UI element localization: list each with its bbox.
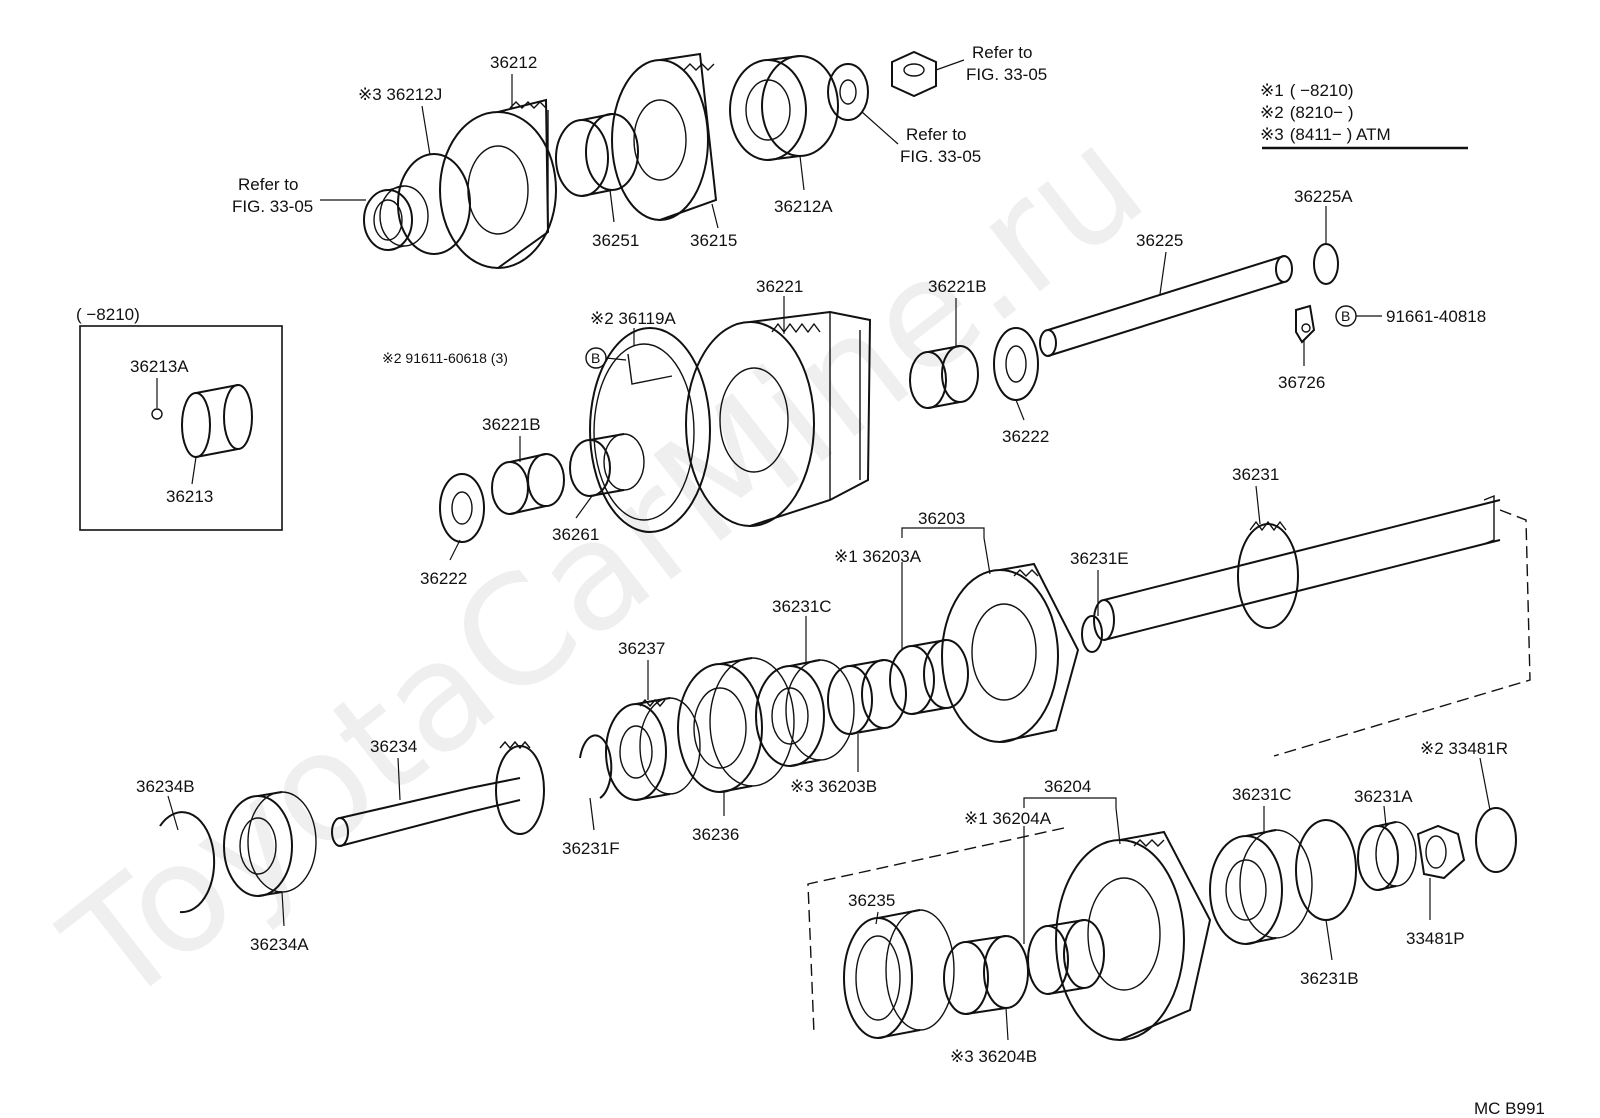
cover-36119A: [589, 327, 711, 533]
label-36726: 36726: [1278, 373, 1325, 392]
group-output-shaft: 36231 36231E 36203 ※1 36203A ※3 36203B 3…: [136, 465, 1531, 954]
label-36261: 36261: [552, 525, 599, 544]
shaft-36231: [1103, 499, 1501, 641]
group-lower: 36235 ※3 36204B ※1 36204A 36204 36231C 3…: [807, 739, 1517, 1066]
label-36204B: ※3 36204B: [950, 1047, 1037, 1066]
label-91611-60618: ※2 91611-60618 (3): [382, 350, 508, 366]
label-36234: 36234: [370, 737, 417, 756]
label-36221: 36221: [756, 277, 803, 296]
label-36234A: 36234A: [250, 935, 309, 954]
label-36231C-top: 36231C: [772, 597, 832, 616]
label-36203B: ※3 36203B: [790, 777, 877, 796]
gear-36237: [605, 703, 667, 801]
legend-row-2: ※2(8210− ): [1260, 103, 1354, 122]
label-36204A: ※1 36204A: [964, 809, 1052, 828]
nut-33481P: [1416, 824, 1466, 880]
label-36225: 36225: [1136, 231, 1183, 250]
figure-code: MC B991: [1474, 1099, 1545, 1118]
bearing-36231C-lower: [1209, 835, 1283, 945]
label-36237: 36237: [618, 639, 665, 658]
label-36251: 36251: [592, 231, 639, 250]
ball-36213A: [151, 408, 163, 420]
gear-36203: [941, 569, 1059, 743]
label-36203: 36203: [918, 509, 965, 528]
label-33481P: 33481P: [1406, 929, 1465, 948]
washer-36231B: [1295, 819, 1357, 921]
label-36212A: 36212A: [774, 197, 833, 216]
bearing-36251: [555, 119, 609, 197]
label-36221B-top: 36221B: [928, 277, 987, 296]
gear-36212: [439, 111, 557, 269]
ring-33481R: [1475, 807, 1517, 873]
label-91661-40818: 91661-40818: [1386, 307, 1486, 326]
group-counter-gear: 36222 36221B 36261 ※2 36119A B ※2 91611-…: [382, 277, 1049, 588]
label-36236: 36236: [692, 825, 739, 844]
counter-shaft: 36225 36225A 36726 B 91661-40818: [1039, 187, 1486, 392]
label-36213: 36213: [166, 487, 213, 506]
label-36231E: 36231E: [1070, 549, 1129, 568]
hub-36236: [677, 663, 763, 793]
bearing-36231A: [1357, 825, 1399, 891]
label-36119A: ※2 36119A: [590, 309, 676, 328]
bolt-mark-b-left: B: [591, 350, 600, 366]
bushing-36213: [181, 392, 211, 458]
shaft-36225: [1047, 255, 1285, 357]
label-36213A: 36213A: [130, 357, 189, 376]
label-36222-left: 36222: [420, 569, 467, 588]
label-36231B: 36231B: [1300, 969, 1359, 988]
label-36231A: 36231A: [1354, 787, 1413, 806]
label-33481R: ※2 33481R: [1420, 739, 1508, 758]
snap-ring-36231F: [579, 734, 613, 799]
label-36212J: ※3 36212J: [358, 85, 442, 104]
bearing-36231E: [1081, 615, 1103, 653]
label-36215: 36215: [690, 231, 737, 250]
spacer-left: [363, 189, 413, 251]
label-36231C-bottom: 36231C: [1232, 785, 1292, 804]
inset-box: ( −8210) 36213A 36213: [76, 305, 283, 531]
ring-36225A: [1313, 243, 1339, 285]
label-36222-right: 36222: [1002, 427, 1049, 446]
nut: [891, 50, 937, 98]
legend-row-1: ※1( −8210): [1260, 81, 1354, 100]
plate-36726: [1295, 304, 1316, 344]
bolt-mark-b-right: B: [1341, 308, 1350, 324]
label-36221B-left: 36221B: [482, 415, 541, 434]
legend-row-3: ※3(8411− ) ATM: [1260, 125, 1391, 144]
label-36204: 36204: [1044, 777, 1091, 796]
gear-36204: [1055, 839, 1185, 1041]
label-36234B: 36234B: [136, 777, 195, 796]
shaft-36234: [339, 777, 521, 847]
label-36203A: ※1 36203A: [834, 547, 922, 566]
label-36225A: 36225A: [1294, 187, 1353, 206]
needle-bearing-36221B-left: [491, 461, 529, 515]
washer: [827, 63, 869, 121]
label-36235: 36235: [848, 891, 895, 910]
legend: ※1( −8210) ※2(8210− ) ※3(8411− ) ATM: [1260, 81, 1468, 150]
inset-title: ( −8210): [76, 305, 140, 324]
label-36212: 36212: [490, 53, 537, 72]
thrust-washer-36222-left: [439, 473, 485, 543]
needle-bearing-36204B: [943, 941, 989, 1015]
label-36231F: 36231F: [562, 839, 620, 858]
snap-ring-36234B: [159, 811, 216, 914]
bearing-36212A: [729, 59, 807, 161]
gear-36215: [611, 59, 709, 221]
label-36231: 36231: [1232, 465, 1279, 484]
